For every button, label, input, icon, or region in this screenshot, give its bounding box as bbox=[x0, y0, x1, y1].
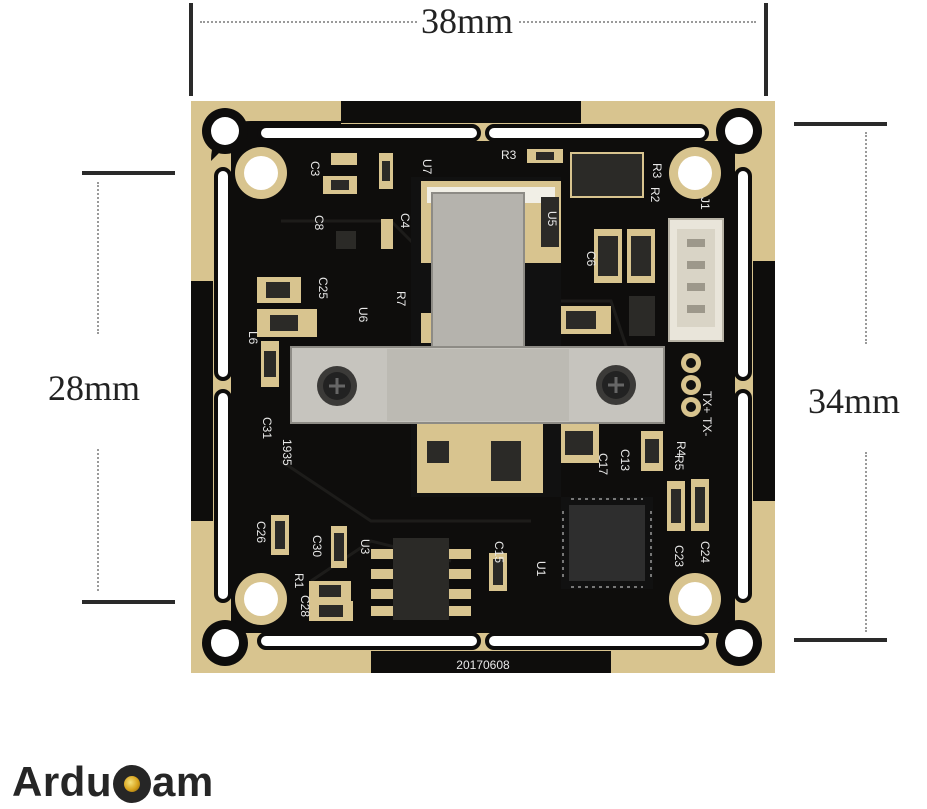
soic-chip bbox=[371, 538, 471, 620]
left-dimension-line-lower bbox=[97, 449, 99, 591]
component-label: C30 bbox=[310, 535, 324, 557]
component-label: U5 bbox=[545, 211, 559, 227]
component-label: C15 bbox=[492, 541, 506, 563]
component-label: R5 bbox=[672, 455, 686, 471]
right-dimension-bottom-tick bbox=[794, 638, 887, 642]
component-label: C17 bbox=[596, 453, 610, 475]
left-dimension-label: 28mm bbox=[44, 370, 145, 406]
left-dimension-bottom-tick bbox=[82, 600, 175, 604]
component-label: C23 bbox=[672, 545, 686, 567]
right-dimension-line-lower bbox=[865, 452, 867, 632]
top-dimension-right-tick bbox=[764, 3, 768, 96]
left-dimension-top-tick bbox=[82, 171, 175, 175]
component-label: U6 bbox=[356, 307, 370, 323]
component-label: J1 bbox=[698, 197, 712, 210]
mounting-holes bbox=[202, 108, 762, 666]
component-label: C3 bbox=[308, 161, 322, 177]
component-label: C6 bbox=[584, 251, 598, 267]
top-dimension-left-tick bbox=[189, 3, 193, 96]
metal-shield-bracket bbox=[290, 192, 665, 424]
brand-prefix: Ardu bbox=[12, 758, 112, 805]
component-label: U3 bbox=[358, 539, 372, 555]
component-label: C26 bbox=[254, 521, 268, 543]
camera-lens-icon bbox=[113, 765, 151, 803]
component-label: R7 bbox=[394, 291, 408, 307]
component-label: U1 bbox=[534, 561, 548, 577]
component-label: R4 bbox=[674, 441, 688, 457]
smd-components bbox=[257, 149, 709, 621]
j1-connector bbox=[668, 218, 724, 417]
component-label: C31 bbox=[260, 417, 274, 439]
component-label: C4 bbox=[398, 213, 412, 229]
image-processor-chip bbox=[561, 497, 653, 589]
top-dimension-label: 38mm bbox=[417, 3, 518, 39]
component-label: L6 bbox=[246, 331, 260, 345]
component-label: TX+ bbox=[700, 391, 714, 413]
component-label: R2 bbox=[648, 187, 662, 203]
component-label: R3 bbox=[501, 148, 517, 162]
component-label: C24 bbox=[698, 541, 712, 563]
left-dimension-line-upper bbox=[97, 182, 99, 334]
component-label: C25 bbox=[316, 277, 330, 299]
component-label: U7 bbox=[420, 159, 434, 175]
brand-suffix: am bbox=[152, 758, 214, 805]
right-dimension-top-tick bbox=[794, 122, 887, 126]
component-label: R3 bbox=[650, 163, 664, 179]
camera-module-board: 04081-00061 20170608 1935 C3C8C4U7R3R2R3… bbox=[191, 101, 775, 673]
component-label: C13 bbox=[618, 449, 632, 471]
component-label: C28 bbox=[298, 595, 312, 617]
date-code: 20170608 bbox=[456, 658, 510, 672]
component-label: TX- bbox=[700, 417, 714, 436]
vertical-marking: 1935 bbox=[280, 439, 294, 466]
right-dimension-label: 34mm bbox=[804, 383, 905, 419]
component-label: R1 bbox=[292, 573, 306, 589]
component-label: C8 bbox=[312, 215, 326, 231]
right-dimension-line-upper bbox=[865, 132, 867, 344]
